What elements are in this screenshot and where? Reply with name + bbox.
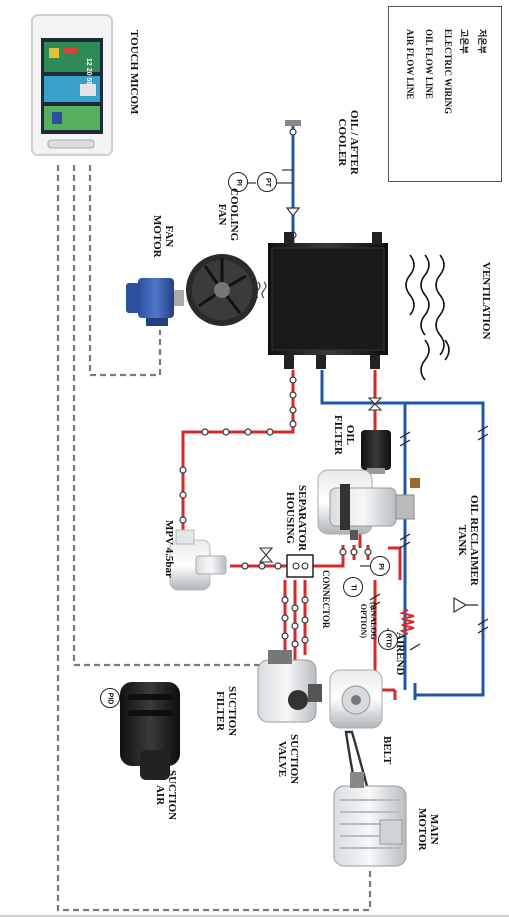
main-motor [333, 772, 407, 867]
analog-option-label: (ANALOG OPTION) [359, 602, 378, 640]
check-valve [453, 596, 478, 614]
fan-motor [126, 278, 184, 326]
connector-label: CONNECTOR [321, 570, 331, 629]
pid-indicator: PID [100, 688, 120, 708]
cooler-top-fittings [280, 120, 301, 217]
mpv-label: MPV 4.5bar [163, 520, 175, 578]
ti-gauge-connector: TI [343, 577, 363, 597]
micom-screen-time: 12 20 58 [85, 58, 92, 86]
pi-gauge-connector: PI [370, 556, 390, 576]
main-motor-label: MAIN MOTOR [416, 808, 440, 851]
airend-coil [399, 609, 415, 635]
connector-block [286, 554, 314, 578]
suction-valve [257, 650, 322, 723]
rtd-sensor: RTD [378, 630, 398, 650]
cooling-fan [186, 254, 258, 326]
legend-air-flow: AIR FLOW LINE [405, 29, 415, 100]
bypass-valve [367, 397, 383, 411]
air-flow-markers [179, 128, 372, 648]
fan-motor-label: FAN MOTOR [151, 215, 175, 258]
cold-lines [291, 125, 485, 700]
electric-wiring [56, 165, 372, 912]
legend-hot: 고온부 [459, 29, 469, 54]
legend: AIR FLOW LINE OIL FLOW LINE ELECTRIC WIR… [388, 6, 502, 182]
legend-oil-flow: OIL FLOW LINE [424, 29, 434, 99]
oil-filter [361, 430, 391, 474]
legend-electric-wiring: ELECTRIC WIRING [443, 29, 453, 115]
separator-housing [317, 469, 420, 540]
oil-after-cooler [268, 232, 388, 369]
suction-air-label: SUCTION AIR [154, 770, 178, 821]
mpv [169, 529, 227, 591]
ventilation-waves [405, 254, 450, 381]
oil-flow-marks [369, 425, 489, 651]
airend [329, 669, 383, 729]
ventilation-label: VENTILATION [480, 262, 492, 340]
airend-label: AIREND [394, 632, 406, 676]
legend-cold: 저온부 [477, 29, 487, 54]
suction-air-filter [120, 682, 180, 780]
mpv-valve [258, 547, 274, 563]
belt-label: BELT [381, 736, 393, 765]
oil-reclaimer-tank-label: OIL RECLAIMER TANK [456, 495, 480, 586]
separator-housing-label: SEPARATOR HOUSING [284, 485, 308, 552]
touch-micom-label: TOUCH MICOM [128, 30, 140, 115]
suction-filter-label: SUCTION FILTER [214, 686, 238, 737]
pt-gauge-cooler: PT [257, 172, 277, 192]
cooling-fan-label: COOLING FAN [216, 188, 240, 242]
oil-after-cooler-label: OIL / AFTER COOLER [336, 110, 360, 175]
oil-filter-label: OIL FILTER [332, 415, 356, 455]
touch-micom [31, 14, 113, 156]
pi-gauge-cooler: PI [228, 172, 248, 192]
suction-valve-label: SUCTION VALVE [276, 734, 300, 785]
